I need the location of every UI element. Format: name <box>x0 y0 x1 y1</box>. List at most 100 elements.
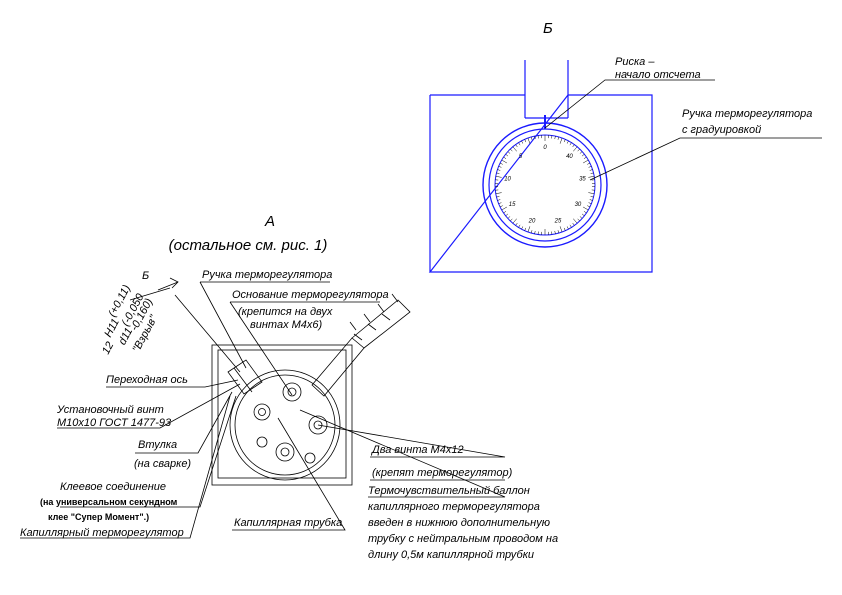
dial-number: 40 <box>566 154 573 160</box>
dial-tick <box>563 227 566 231</box>
dial-tick <box>530 136 533 140</box>
dial-tick <box>534 136 536 140</box>
dial-tick <box>498 202 502 204</box>
leader-riska <box>544 79 715 129</box>
dial-tick <box>499 205 503 208</box>
label-glue-note2: клее "Супер Момент".) <box>48 512 149 522</box>
label-tube: Капиллярная трубка <box>234 517 342 529</box>
dial-tick <box>587 205 591 208</box>
view-a-subtitle: (остальное см. рис. 1) <box>169 237 328 254</box>
label-bulb5: длину 0,5м капиллярной трубки <box>368 549 534 561</box>
label-screw2: М10х10 ГОСТ 1477-93 <box>57 417 172 429</box>
view-b-title: Б <box>543 20 553 37</box>
dial-tick <box>527 137 531 144</box>
dial-tick <box>515 144 518 148</box>
terminal-top-core <box>287 387 297 397</box>
dial-number: 30 <box>575 202 582 208</box>
label-sleeve: Втулка <box>138 439 177 451</box>
dial-tick <box>577 218 580 222</box>
ground-screw <box>256 436 268 448</box>
dial-tick <box>515 222 518 226</box>
dial-tick <box>582 206 589 211</box>
label-bulb2: капиллярного терморегулятора <box>368 501 540 513</box>
bracket-outline <box>524 60 569 119</box>
label-bulb4: трубку с нейтральным проводом на <box>368 533 558 545</box>
dial-tick <box>581 213 585 216</box>
view-a-title: А <box>264 213 275 230</box>
dial-tick <box>588 202 592 204</box>
dial-tick <box>497 169 501 171</box>
terminal-bottom-core <box>280 447 290 457</box>
dial-tick <box>577 148 580 152</box>
cable-gland <box>311 337 365 397</box>
dial-tick <box>572 222 575 226</box>
dial-tick <box>495 176 502 178</box>
knob-assembly <box>227 359 263 395</box>
label-knob-line1: Ручка терморегулятора <box>682 108 812 120</box>
dial-tick <box>499 162 503 165</box>
dial-tick <box>501 206 508 211</box>
dial-number: 15 <box>509 202 516 208</box>
label-glue-note1: (на универсальном секундном <box>40 497 178 507</box>
dial-tick <box>497 199 501 201</box>
dial-tick <box>579 151 583 154</box>
dial-tick <box>518 224 521 228</box>
dial-tick <box>590 196 594 198</box>
dial-tick <box>583 156 587 159</box>
dial-tick <box>590 172 594 174</box>
label-axis: Переходная ось <box>106 374 188 386</box>
dial-tick <box>507 151 511 154</box>
dial-tick <box>524 139 527 143</box>
leader-lines <box>20 281 506 539</box>
dial-tick <box>530 230 533 234</box>
dial-tick <box>496 172 500 174</box>
cable <box>351 299 411 349</box>
dial-number: 0 <box>543 145 547 151</box>
dimension-lines <box>129 287 241 373</box>
dial-tick <box>587 162 591 165</box>
dial-tick <box>559 137 563 144</box>
dial-tick-marks <box>495 135 595 235</box>
leader-knob <box>589 137 822 181</box>
label-cap-reg: Капиллярный терморегулятор <box>20 527 184 539</box>
dial-tick <box>588 166 592 168</box>
dial-tick <box>589 169 593 171</box>
dial-number: 20 <box>528 219 536 225</box>
housing-inner <box>217 349 347 479</box>
dial-outer-ring <box>482 122 608 248</box>
dial-tick <box>573 146 578 152</box>
dial-tick <box>518 142 521 146</box>
terminal-right <box>308 415 328 435</box>
dial-tick <box>573 218 578 224</box>
dial-tick <box>510 148 513 152</box>
dial-tick <box>569 142 572 146</box>
dial-tick <box>512 218 517 224</box>
dial-number: 5 <box>519 154 523 160</box>
dial-number: 10 <box>504 176 511 182</box>
dial-tick <box>503 211 507 214</box>
label-base: Основание терморегулятора <box>232 289 389 301</box>
label-base-note2: винтах М4х6) <box>250 319 323 331</box>
dial-tick <box>501 159 508 164</box>
cable-hatching <box>349 293 399 341</box>
dial-tick <box>521 226 524 230</box>
label-riska-line2: начало отсчета <box>615 69 701 81</box>
label-bulb3: введен в нижнюю дополнительную <box>368 517 550 529</box>
view-a: А (остальное см. рис. 1) Б 12 H11 (+0,11… <box>20 213 558 561</box>
terminal-right-core <box>313 420 323 430</box>
dial-tick <box>582 159 589 164</box>
dial-tick <box>505 213 509 216</box>
label-knob-line2: с градуировкой <box>682 124 761 136</box>
label-bulb1: Термочувствительный баллон <box>368 485 530 497</box>
dial-tick <box>554 230 556 234</box>
terminal-left <box>253 403 271 421</box>
dial-tick <box>496 196 500 198</box>
thermostat-body <box>229 369 341 481</box>
dial-tick <box>583 211 587 214</box>
dial-tick <box>572 144 575 148</box>
terminal-bottom <box>275 442 295 462</box>
dial-tick <box>559 226 563 233</box>
